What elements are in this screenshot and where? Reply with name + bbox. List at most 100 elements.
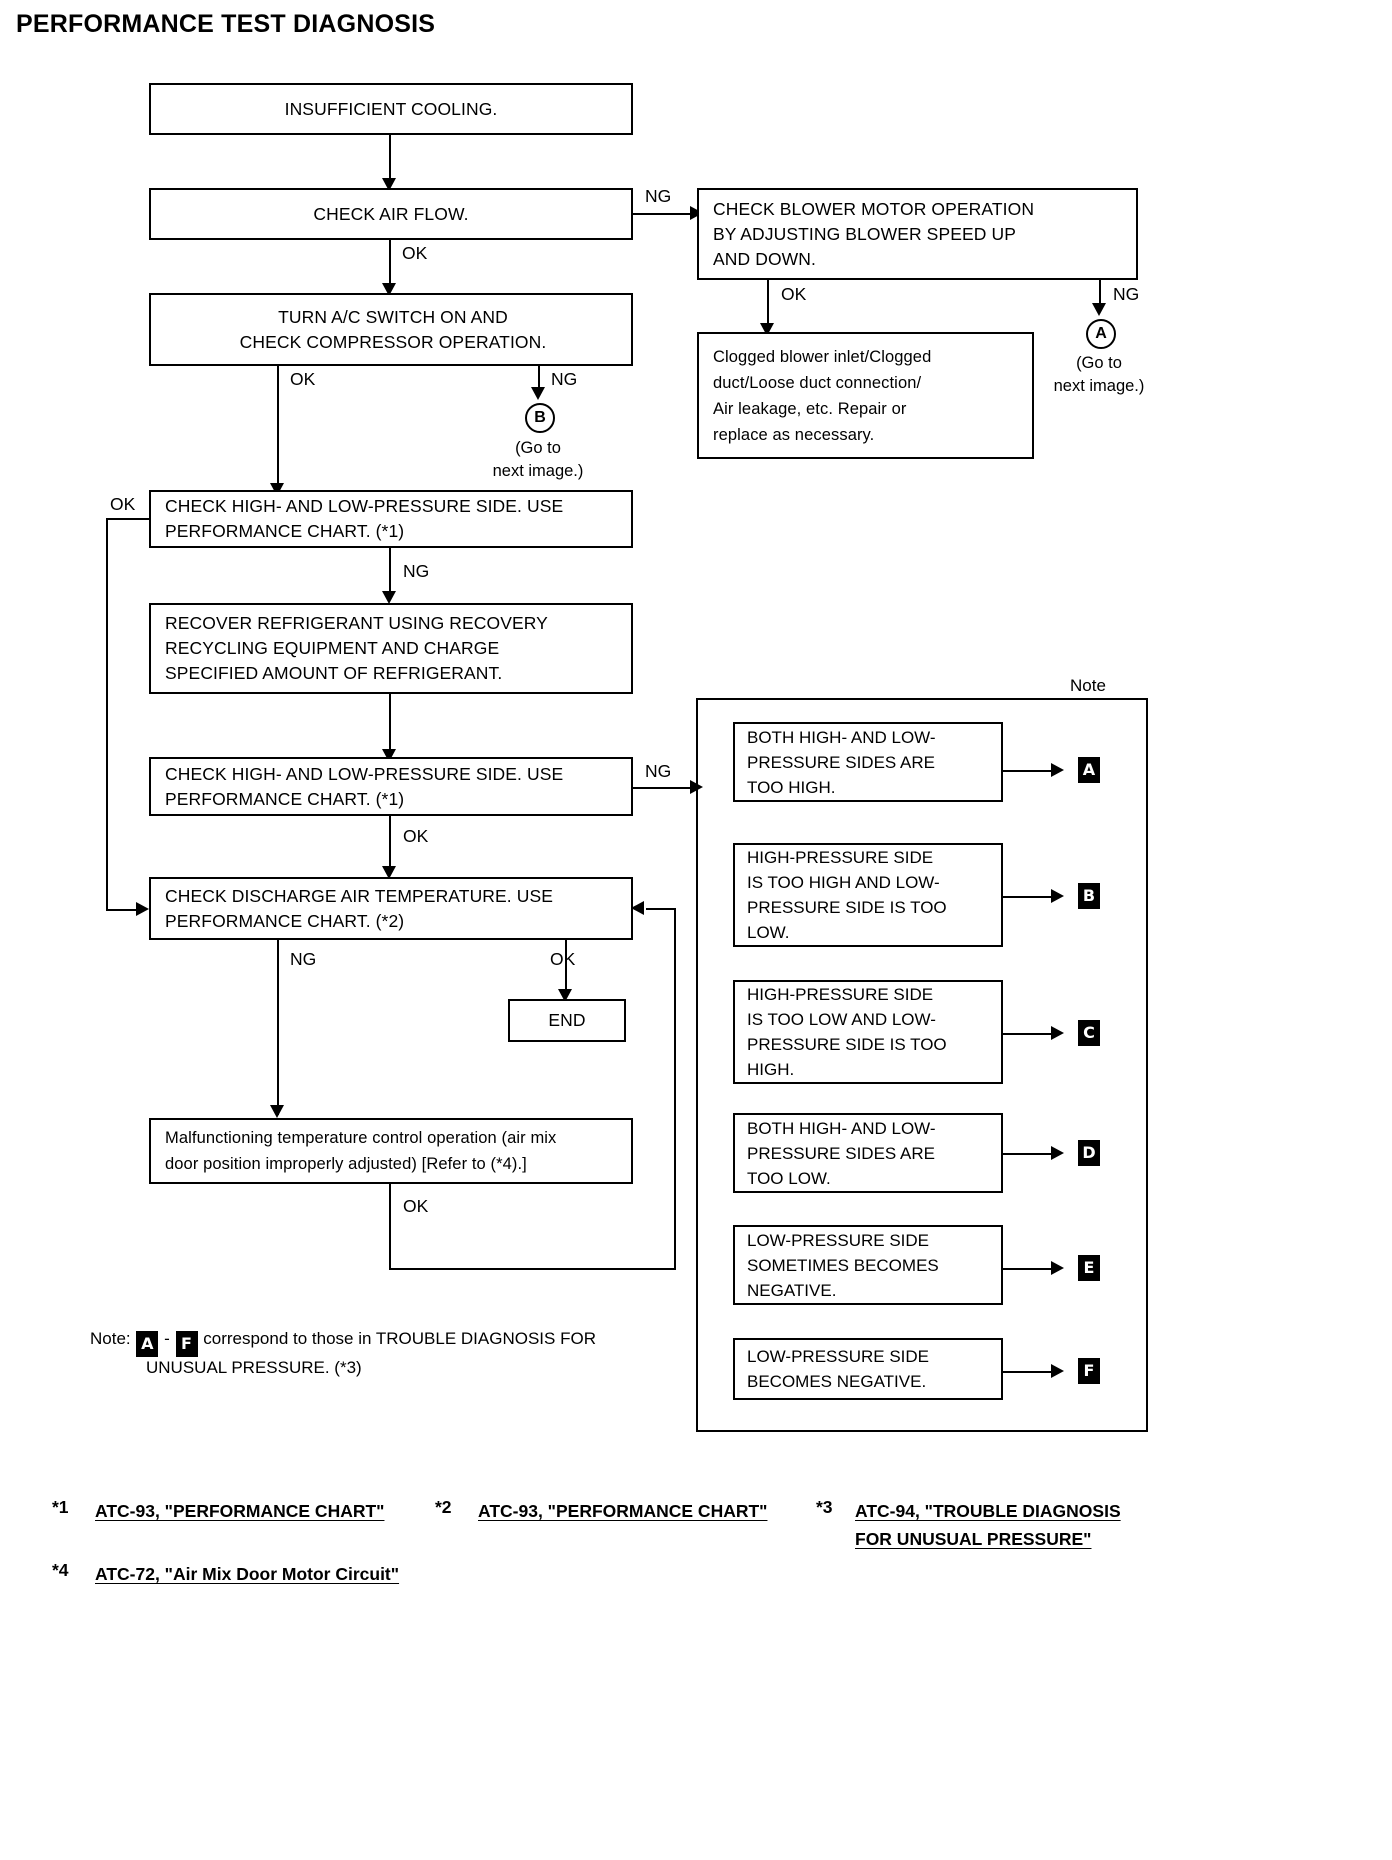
connector-airflow-to-compressor <box>389 240 391 290</box>
box-end-label: END <box>548 1010 586 1030</box>
box-insufficient-cooling-label: INSUFFICIENT COOLING. <box>284 98 498 119</box>
connector-malfunction-ok-v2 <box>674 908 676 1270</box>
connector-compressor-ok <box>277 366 279 492</box>
note-panel-frame <box>696 698 1148 1432</box>
note-row-connector-4 <box>1003 1268 1058 1270</box>
note-row-label-0: BOTH HIGH- AND LOW- PRESSURE SIDES ARE T… <box>747 727 936 797</box>
note-row-box-2: HIGH-PRESSURE SIDE IS TOO LOW AND LOW- P… <box>733 980 1003 1084</box>
note-row-connector-1 <box>1003 896 1058 898</box>
footnote-num-1: *1 <box>52 1497 69 1517</box>
note-row-badge-3: D <box>1078 1140 1100 1166</box>
bottom-note: Note: A - F correspond to those in TROUB… <box>90 1328 710 1379</box>
edge-label-blower-ng: NG <box>1113 284 1140 304</box>
footnote-link-4[interactable]: ATC-72, "Air Mix Door Motor Circuit" <box>95 1564 400 1584</box>
goto-next-image-a: (Go to next image.) <box>1053 354 1145 395</box>
box-malfunction-temp-label: Malfunctioning temperature control opera… <box>165 1129 557 1173</box>
box-recover-refrigerant: RECOVER REFRIGERANT USING RECOVERY RECYC… <box>149 603 633 694</box>
box-turn-ac-switch-label: TURN A/C SWITCH ON AND CHECK COMPRESSOR … <box>239 306 547 352</box>
footnote-num-3: *3 <box>816 1497 833 1517</box>
connector-malfunction-ok-v <box>389 1184 391 1270</box>
note-row-box-1: HIGH-PRESSURE SIDE IS TOO HIGH AND LOW- … <box>733 843 1003 947</box>
box-check-pressure-1: CHECK HIGH- AND LOW-PRESSURE SIDE. USE P… <box>149 490 633 548</box>
box-insufficient-cooling: INSUFFICIENT COOLING. <box>149 83 633 135</box>
note-row-badge-5: F <box>1078 1358 1100 1384</box>
note-row-connector-3 <box>1003 1153 1058 1155</box>
arrow-cooling-to-airflow <box>382 178 396 191</box>
edge-label-malfunction-ok: OK <box>403 1196 429 1216</box>
box-malfunction-temp: Malfunctioning temperature control opera… <box>149 1118 633 1184</box>
connector-cooling-to-airflow <box>389 135 391 185</box>
edge-label-discharge-ng: NG <box>290 949 317 969</box>
arrow-compressor-ng <box>531 387 545 400</box>
bottom-note-dash: - <box>164 1329 170 1348</box>
note-row-connector-5 <box>1003 1371 1058 1373</box>
edge-label-pressure2-ng: NG <box>645 761 672 781</box>
box-turn-ac-switch: TURN A/C SWITCH ON AND CHECK COMPRESSOR … <box>149 293 633 366</box>
box-clogged-blower: Clogged blower inlet/Clogged duct/Loose … <box>697 332 1034 459</box>
connector-malfunction-ok-h <box>389 1268 676 1270</box>
connector-discharge-ng <box>277 940 279 1115</box>
box-check-air-flow: CHECK AIR FLOW. <box>149 188 633 240</box>
box-check-discharge-temp-label: CHECK DISCHARGE AIR TEMPERATURE. USE PER… <box>165 885 554 931</box>
arrow-blower-ng <box>1092 303 1106 316</box>
bottom-note-badge-to: F <box>175 1331 198 1357</box>
note-row-label-5: LOW-PRESSURE SIDE BECOMES NEGATIVE. <box>747 1347 930 1391</box>
arrow-pressure1-ok <box>136 902 149 916</box>
connector-airflow-ng <box>633 213 696 215</box>
connector-pressure2-ok <box>389 816 391 872</box>
box-recover-refrigerant-label: RECOVER REFRIGERANT USING RECOVERY RECYC… <box>165 613 548 683</box>
box-clogged-blower-label: Clogged blower inlet/Clogged duct/Loose … <box>713 347 932 444</box>
bottom-note-line1: correspond to those in TROUBLE DIAGNOSIS… <box>203 1329 596 1348</box>
arrow-airflow-to-compressor <box>382 283 396 296</box>
edge-label-compressor-ng: NG <box>551 369 578 389</box>
connector-blower-ok <box>767 280 769 328</box>
connector-discharge-ok <box>565 940 567 995</box>
note-row-connector-0 <box>1003 770 1058 772</box>
note-row-arrow-0 <box>1051 763 1064 777</box>
note-row-label-3: BOTH HIGH- AND LOW- PRESSURE SIDES ARE T… <box>747 1118 936 1188</box>
arrow-malfunction-ok <box>631 901 644 915</box>
footnote-num-4: *4 <box>52 1560 69 1580</box>
note-row-box-3: BOTH HIGH- AND LOW- PRESSURE SIDES ARE T… <box>733 1113 1003 1193</box>
arrow-discharge-ok <box>558 989 572 1002</box>
note-row-badge-2: C <box>1078 1020 1100 1046</box>
edge-label-pressure1-ng: NG <box>403 561 430 581</box>
goto-next-image-b: (Go to next image.) <box>492 439 584 480</box>
note-row-arrow-4 <box>1051 1261 1064 1275</box>
bottom-note-line2: UNUSUAL PRESSURE. (*3) <box>146 1358 362 1377</box>
note-row-connector-2 <box>1003 1033 1058 1035</box>
edge-label-compressor-ok: OK <box>290 369 316 389</box>
box-check-blower-motor-label: CHECK BLOWER MOTOR OPERATION BY ADJUSTIN… <box>713 198 1035 269</box>
edge-label-pressure1-ok: OK <box>110 494 136 514</box>
footnote-link-3[interactable]: ATC-94, "TROUBLE DIAGNOSIS FOR UNUSUAL P… <box>855 1501 1121 1549</box>
edge-label-airflow-ng: NG <box>645 186 672 206</box>
note-row-badge-0: A <box>1078 757 1100 783</box>
connector-pressure1-ok-v <box>106 518 108 911</box>
box-end: END <box>508 999 626 1042</box>
footnote-link-2[interactable]: ATC-93, "PERFORMANCE CHART" <box>478 1501 768 1521</box>
footnote-link-1[interactable]: ATC-93, "PERFORMANCE CHART" <box>95 1501 385 1521</box>
box-check-discharge-temp: CHECK DISCHARGE AIR TEMPERATURE. USE PER… <box>149 877 633 940</box>
box-check-pressure-2-label: CHECK HIGH- AND LOW-PRESSURE SIDE. USE P… <box>165 763 564 809</box>
note-row-arrow-5 <box>1051 1364 1064 1378</box>
connector-blower-ng <box>1099 280 1101 312</box>
box-check-pressure-2: CHECK HIGH- AND LOW-PRESSURE SIDE. USE P… <box>149 757 633 816</box>
note-row-arrow-2 <box>1051 1026 1064 1040</box>
edge-label-discharge-ok: OK <box>550 949 576 969</box>
bottom-note-prefix: Note: <box>90 1329 131 1348</box>
note-row-label-4: LOW-PRESSURE SIDE SOMETIMES BECOMES NEGA… <box>747 1230 939 1300</box>
connector-pressure1-ok-h2 <box>106 909 142 911</box>
edge-label-blower-ok: OK <box>781 284 807 304</box>
connector-recover-to-pressure2 <box>389 694 391 756</box>
box-check-air-flow-label: CHECK AIR FLOW. <box>313 203 469 224</box>
page-title: PERFORMANCE TEST DIAGNOSIS <box>16 10 436 38</box>
connector-pressure1-ng <box>389 548 391 598</box>
connector-marker-b: B <box>525 403 555 433</box>
connector-compressor-ng <box>538 366 540 395</box>
arrow-pressure1-ng <box>382 591 396 604</box>
note-row-label-1: HIGH-PRESSURE SIDE IS TOO HIGH AND LOW- … <box>747 848 947 942</box>
arrow-discharge-ng <box>270 1105 284 1118</box>
connector-marker-a: A <box>1086 319 1116 349</box>
note-row-box-0: BOTH HIGH- AND LOW- PRESSURE SIDES ARE T… <box>733 722 1003 802</box>
connector-pressure1-ok-h <box>106 518 151 520</box>
